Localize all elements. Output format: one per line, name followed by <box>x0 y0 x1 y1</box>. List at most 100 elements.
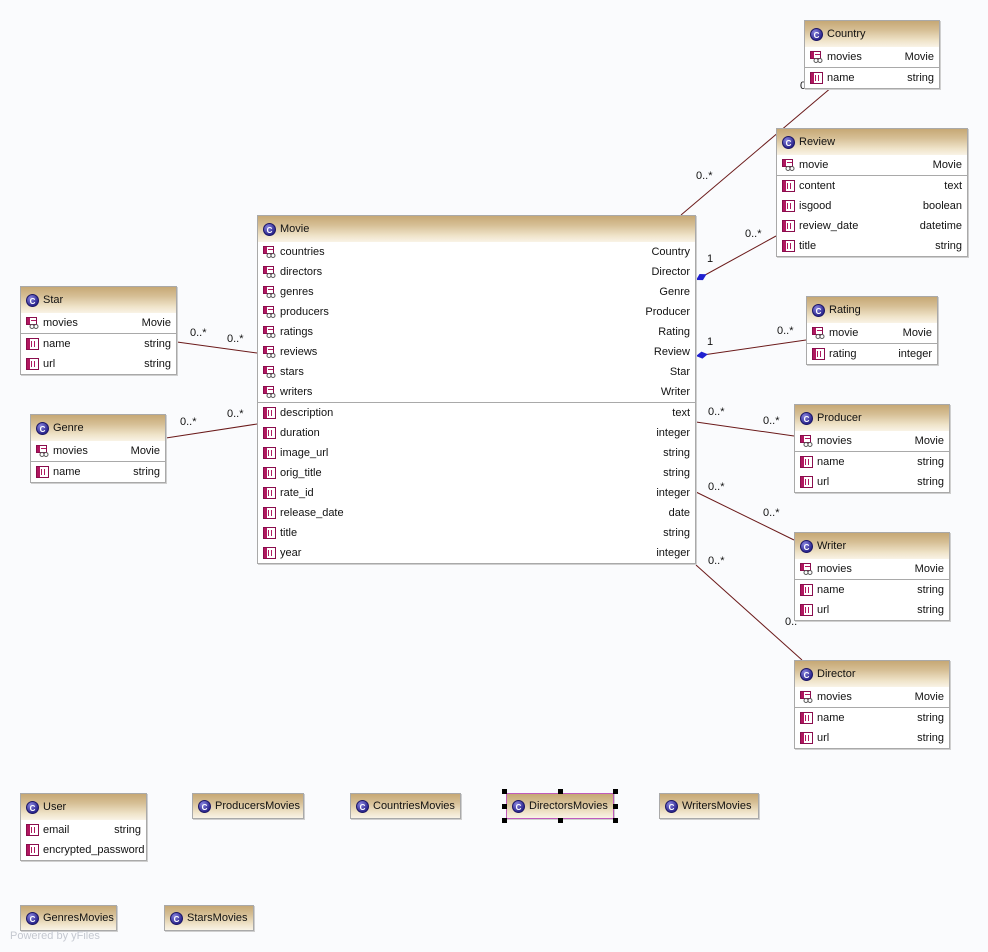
attribute-name: duration <box>280 427 320 439</box>
edge-movie-writer[interactable] <box>695 491 795 541</box>
attribute-row[interactable]: encrypted_password <box>21 840 146 860</box>
selection-handle[interactable] <box>613 804 618 809</box>
attribute-type: string <box>917 732 944 744</box>
relation-name: movie <box>829 327 859 339</box>
edge-movie-review[interactable] <box>695 235 777 281</box>
edge-movie-country[interactable] <box>680 86 833 216</box>
selection-handle[interactable] <box>502 804 507 809</box>
selection-handle[interactable] <box>558 818 563 823</box>
relation-icon <box>800 563 813 575</box>
edge-movie-star[interactable] <box>176 341 258 354</box>
selection-handle[interactable] <box>502 789 507 794</box>
class-icon: C <box>812 303 825 317</box>
selection-handle[interactable] <box>613 818 618 823</box>
edge-movie-producer[interactable] <box>695 421 795 437</box>
selection-handle[interactable] <box>613 789 618 794</box>
edge-movie-rating[interactable] <box>695 339 807 357</box>
section-divider <box>21 333 176 334</box>
edge-movie-director[interactable] <box>695 564 803 661</box>
selection-handle[interactable] <box>502 818 507 823</box>
relation-type: Writer <box>660 386 690 398</box>
edge-movie-genre[interactable] <box>165 423 258 439</box>
class-title: CountriesMovies <box>373 800 455 812</box>
multiplicity-label: 0..* <box>763 415 780 427</box>
relation-icon <box>263 266 276 278</box>
attribute-type: string <box>133 466 160 478</box>
selection-handle[interactable] <box>558 789 563 794</box>
